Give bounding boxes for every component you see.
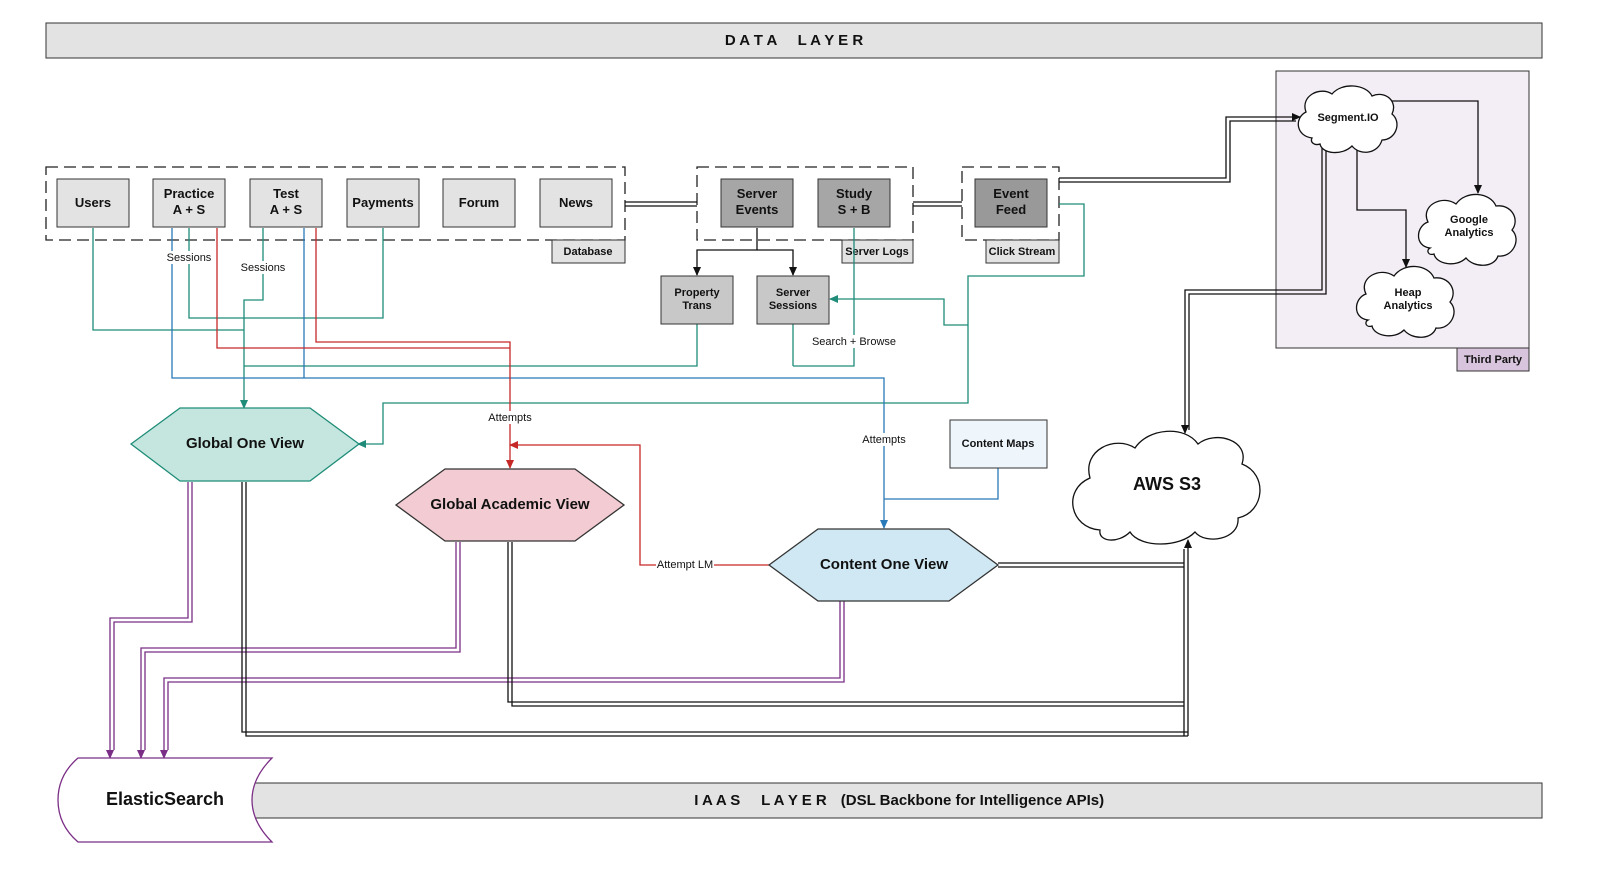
node-payments[interactable]: Payments xyxy=(346,178,420,228)
segment-io-cloud[interactable]: Segment.IO xyxy=(1297,85,1398,154)
svg-text:Database: Database xyxy=(564,246,613,258)
label-search-browse: Search + Browse xyxy=(812,336,896,348)
svg-text:Global One View: Global One View xyxy=(186,435,304,452)
svg-text:Heap: Heap xyxy=(1395,287,1422,299)
node-news[interactable]: News xyxy=(539,178,613,228)
svg-text:S + B: S + B xyxy=(838,202,871,217)
svg-text:Analytics: Analytics xyxy=(1445,227,1494,239)
node-users[interactable]: Users xyxy=(56,178,130,228)
click-stream-tag: Click Stream xyxy=(985,239,1060,264)
third-party-tag: Third Party xyxy=(1464,354,1523,366)
server-logs-tag: Server Logs xyxy=(841,239,914,264)
database-group xyxy=(45,166,626,241)
iaas-layer-bar: I A A S L A Y E R (DSL Backbone for Intel… xyxy=(249,782,1543,819)
svg-text:I A A S L A Y E R(DSL Back: I A A S L A Y E R (DSL Backbone for Intel… xyxy=(665,792,1125,809)
node-server-events[interactable]: Server Events xyxy=(720,178,794,228)
node-test[interactable]: Test A + S xyxy=(249,178,323,228)
group-connectors xyxy=(625,201,962,207)
node-content-maps[interactable]: Content Maps xyxy=(949,419,1048,469)
svg-text:Segment.IO: Segment.IO xyxy=(1317,112,1379,124)
svg-text:A + S: A + S xyxy=(270,202,303,217)
elasticsearch-store[interactable]: ElasticSearch xyxy=(57,757,274,843)
svg-text:Trans: Trans xyxy=(682,300,711,312)
svg-text:Events: Events xyxy=(736,202,779,217)
svg-text:Content One View: Content One View xyxy=(820,556,948,573)
node-practice[interactable]: Practice A + S xyxy=(152,178,226,228)
svg-text:Study: Study xyxy=(836,186,873,201)
database-tag: Database xyxy=(551,239,626,264)
node-study[interactable]: Study S + B xyxy=(817,178,891,228)
svg-text:A + S: A + S xyxy=(173,202,206,217)
label-attempts-academic: Attempts xyxy=(488,412,532,424)
content-one-view[interactable]: Content One View xyxy=(767,528,1000,602)
label-sessions-practice: Sessions xyxy=(167,252,212,264)
iaas-layer-label: I A A S L A Y E R xyxy=(694,792,827,809)
svg-text:Analytics: Analytics xyxy=(1384,300,1433,312)
svg-text:Click Stream: Click Stream xyxy=(989,246,1056,258)
data-layer-bar: D A T A L A Y E R xyxy=(45,22,1543,59)
data-layer-label: D A T A L A Y E R xyxy=(725,32,864,49)
global-academic-view[interactable]: Global Academic View xyxy=(394,468,626,542)
svg-text:Sessions: Sessions xyxy=(769,300,817,312)
svg-text:Server Logs: Server Logs xyxy=(845,246,909,258)
iaas-layer-subtitle: (DSL Backbone for Intelligence APIs) xyxy=(841,792,1104,809)
node-forum[interactable]: Forum xyxy=(442,178,516,228)
svg-text:Users: Users xyxy=(75,195,111,210)
server-logs-group xyxy=(696,166,914,241)
blue-connectors xyxy=(171,228,999,529)
svg-text:Server: Server xyxy=(737,186,777,201)
svg-text:Payments: Payments xyxy=(352,195,413,210)
label-sessions-test: Sessions xyxy=(241,262,286,274)
node-property-trans[interactable]: Property Trans xyxy=(660,275,734,325)
svg-text:Google: Google xyxy=(1450,214,1488,226)
svg-text:Global Academic View: Global Academic View xyxy=(430,496,590,513)
edge-labels: Sessions Sessions Attempts Attempts Sear… xyxy=(166,251,907,571)
global-one-view[interactable]: Global One View xyxy=(129,407,361,482)
svg-text:Server: Server xyxy=(776,287,811,299)
svg-text:Feed: Feed xyxy=(996,202,1026,217)
svg-text:Property: Property xyxy=(674,287,720,299)
svg-text:Test: Test xyxy=(273,186,299,201)
svg-text:Event: Event xyxy=(993,186,1029,201)
aws-s3-cloud[interactable]: AWS S3 xyxy=(1072,430,1261,545)
label-attempts-content: Attempts xyxy=(862,434,906,446)
svg-text:Practice: Practice xyxy=(164,186,215,201)
node-server-sessions[interactable]: Server Sessions xyxy=(756,275,830,325)
black-connectors xyxy=(241,100,1482,737)
svg-text:AWS S3: AWS S3 xyxy=(1133,474,1201,494)
purple-connectors xyxy=(106,482,845,759)
svg-text:ElasticSearch: ElasticSearch xyxy=(106,789,224,809)
heap-analytics-cloud[interactable]: Heap Analytics xyxy=(1355,265,1455,338)
label-attempt-lm: Attempt LM xyxy=(657,559,713,571)
svg-text:Forum: Forum xyxy=(459,195,499,210)
google-analytics-cloud[interactable]: Google Analytics xyxy=(1417,193,1517,266)
svg-text:Content Maps: Content Maps xyxy=(962,438,1035,450)
node-event-feed[interactable]: Event Feed xyxy=(974,178,1048,228)
svg-text:News: News xyxy=(559,195,593,210)
